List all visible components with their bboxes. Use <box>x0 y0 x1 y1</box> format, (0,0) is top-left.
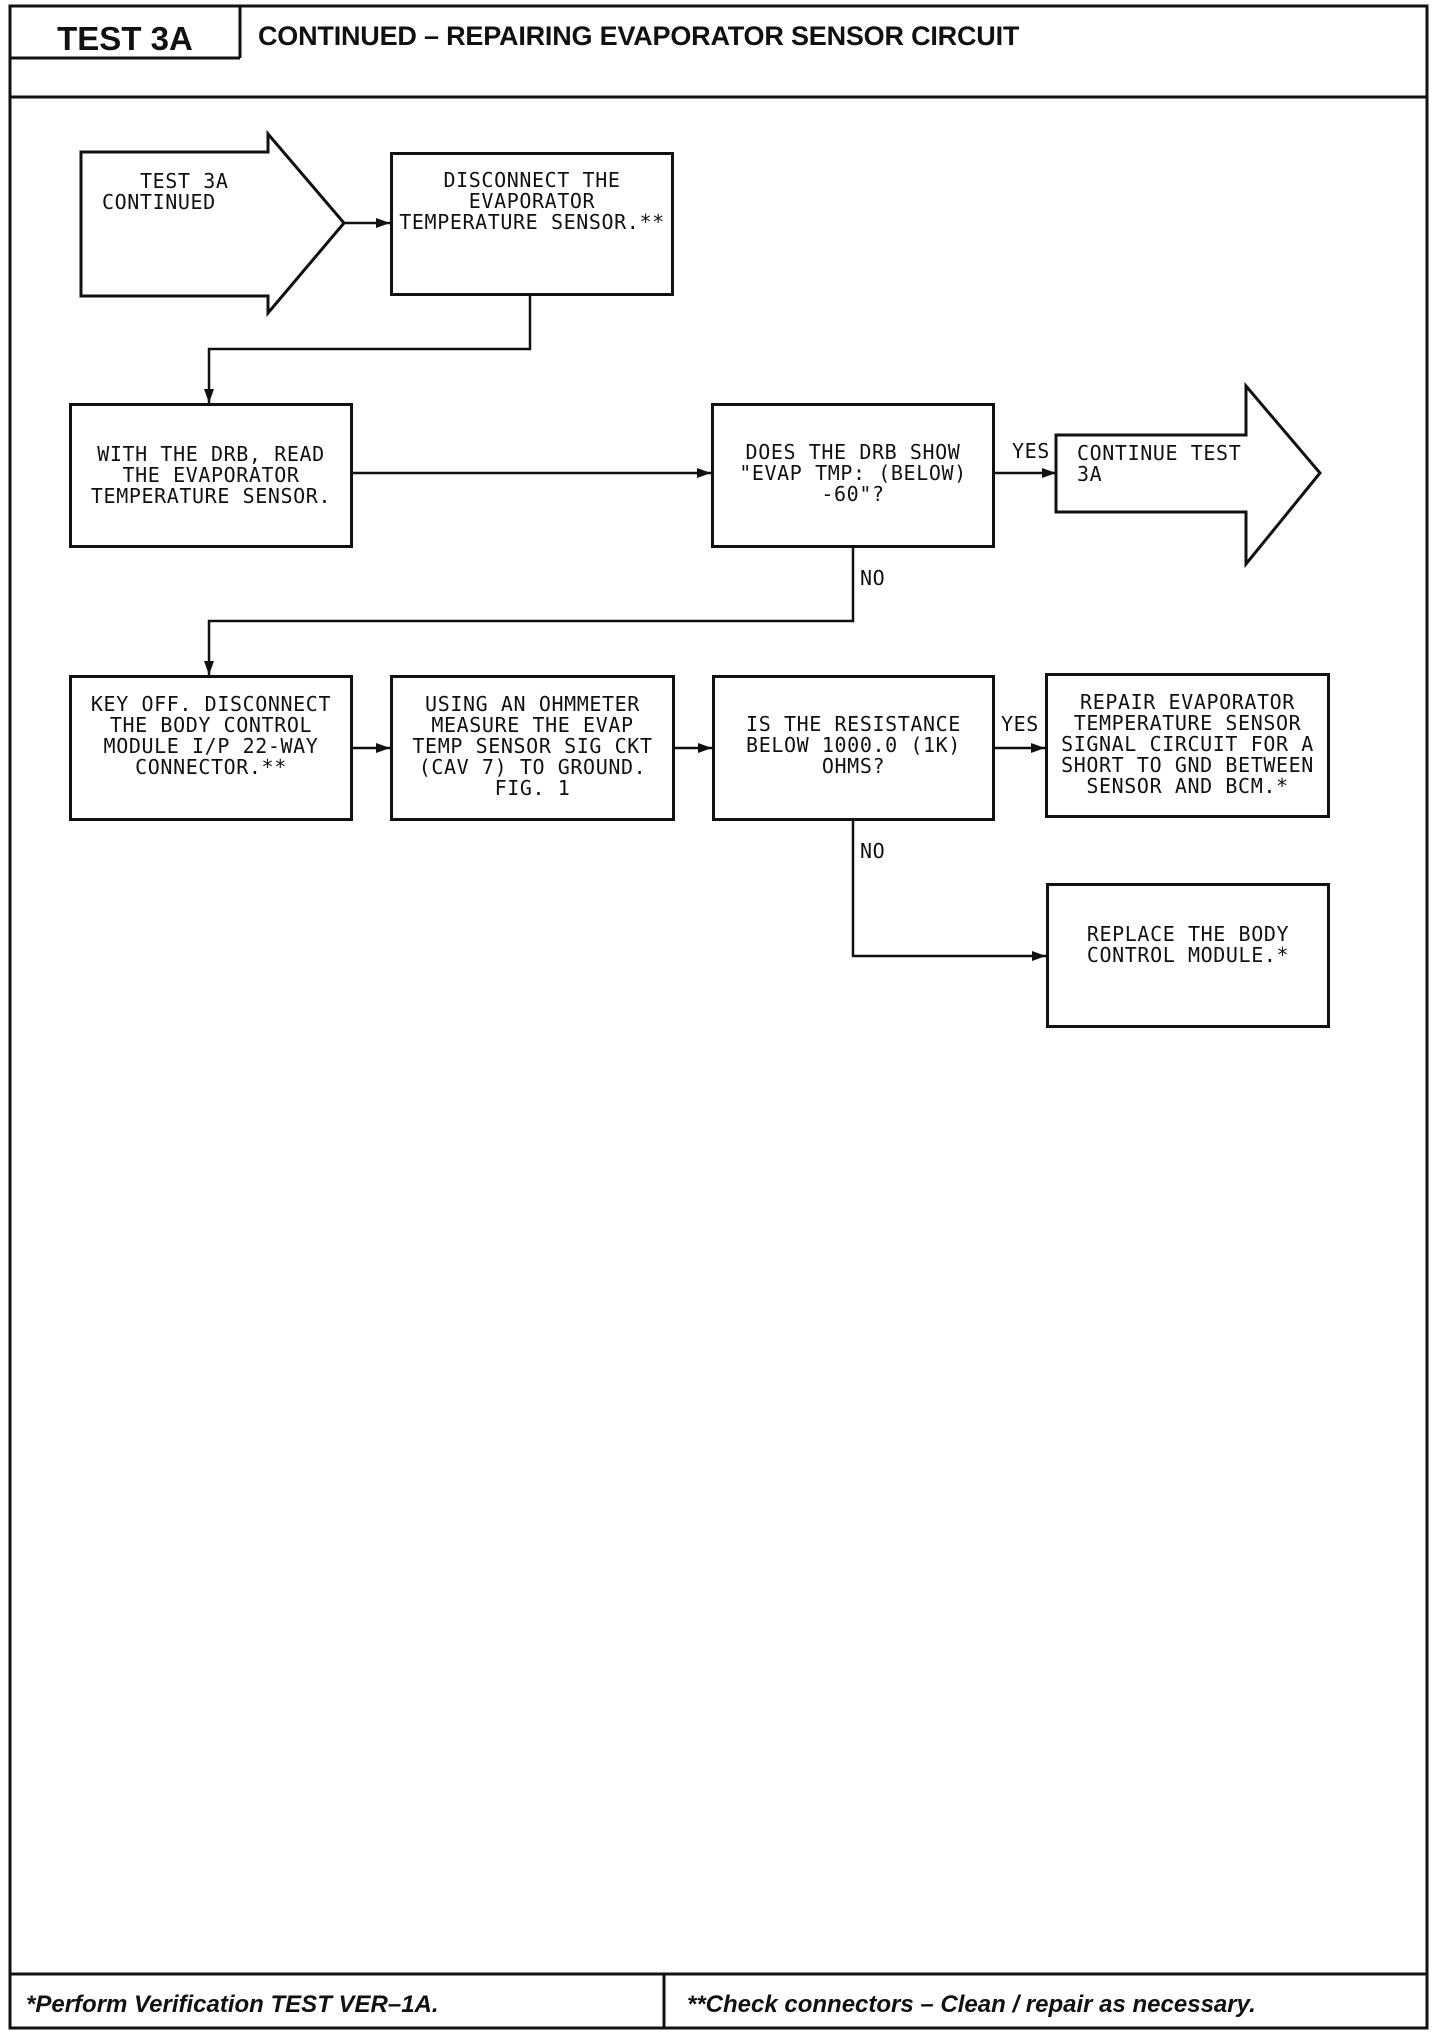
start-arrow-line: CONTINUED <box>102 190 216 214</box>
step-line: THE BODY CONTROL <box>109 713 313 737</box>
step-line: USING AN OHMMETER <box>425 692 640 716</box>
step-repair-circuit: REPAIR EVAPORATOR TEMPERATURE SENSOR SIG… <box>1045 673 1330 818</box>
step-line: MEASURE THE EVAP <box>431 713 634 737</box>
continue-arrow-line: CONTINUE TEST <box>1077 441 1242 465</box>
continue-arrow-text: CONTINUE TEST 3A <box>1077 443 1241 485</box>
decision-drb-check: DOES THE DRB SHOW "EVAP TMP: (BELOW) -60… <box>711 403 995 548</box>
step-line: -60"? <box>821 482 885 506</box>
footer-note-verification: *Perform Verification TEST VER–1A. <box>26 1991 439 2018</box>
branch-label-no: NO <box>860 839 886 863</box>
step-line: SIGNAL CIRCUIT FOR A <box>1061 732 1314 756</box>
step-line: "EVAP TMP: (BELOW) <box>739 461 967 485</box>
step-line: IS THE RESISTANCE <box>746 712 961 736</box>
branch-label-no: NO <box>860 566 886 590</box>
step-line: TEMPERATURE SENSOR. <box>90 484 332 508</box>
start-arrow-text: TEST 3A CONTINUED <box>102 171 229 213</box>
step-line: REPAIR EVAPORATOR <box>1080 690 1295 714</box>
step-repair-circuit-text: REPAIR EVAPORATOR TEMPERATURE SENSOR SIG… <box>1048 692 1327 797</box>
step-line: (CAV 7) TO GROUND. <box>418 755 647 779</box>
step-measure-resistance-text: USING AN OHMMETER MEASURE THE EVAP TEMP … <box>393 694 672 799</box>
continue-arrow-shape <box>1054 381 1322 569</box>
branch-label-yes: YES <box>1001 712 1039 736</box>
footer-note-connectors: **Check connectors – Clean / repair as n… <box>687 1991 1256 2018</box>
step-disconnect-sensor: DISCONNECT THE EVAPORATOR TEMPERATURE SE… <box>390 152 674 296</box>
step-line: TEMPERATURE SENSOR.** <box>399 210 665 234</box>
step-line: REPLACE THE BODY <box>1086 922 1290 946</box>
branch-label-yes: YES <box>1012 439 1050 463</box>
continue-arrow-line: 3A <box>1077 462 1103 486</box>
step-disconnect-sensor-text: DISCONNECT THE EVAPORATOR TEMPERATURE SE… <box>393 170 671 233</box>
page-title: CONTINUED – REPAIRING EVAPORATOR SENSOR … <box>258 21 1020 51</box>
step-line: EVAPORATOR <box>468 189 596 213</box>
step-read-sensor: WITH THE DRB, READ THE EVAPORATOR TEMPER… <box>69 403 353 548</box>
step-line: OHMS? <box>821 754 886 778</box>
connector-resistance-check-no <box>851 821 1046 961</box>
step-line: BELOW 1000.0 (1K) <box>746 733 961 757</box>
decision-resistance-check-text: IS THE RESISTANCE BELOW 1000.0 (1K) OHMS… <box>715 714 992 777</box>
step-line: DISCONNECT THE <box>443 168 621 192</box>
decision-resistance-check: IS THE RESISTANCE BELOW 1000.0 (1K) OHMS… <box>712 675 995 821</box>
step-disconnect-bcm-text: KEY OFF. DISCONNECT THE BODY CONTROL MOD… <box>72 694 350 778</box>
start-arrow-shape <box>79 129 346 318</box>
start-arrow-line: TEST 3A <box>140 169 229 193</box>
step-line: CONNECTOR.** <box>135 755 287 779</box>
step-replace-bcm-text: REPLACE THE BODY CONTROL MODULE.* <box>1049 924 1327 966</box>
step-read-sensor-text: WITH THE DRB, READ THE EVAPORATOR TEMPER… <box>72 444 350 507</box>
outer-frame <box>8 4 1429 2030</box>
step-line: TEMP SENSOR SIG CKT <box>412 734 653 758</box>
step-line: DOES THE DRB SHOW <box>745 440 961 464</box>
step-replace-bcm: REPLACE THE BODY CONTROL MODULE.* <box>1046 883 1330 1028</box>
step-line: SHORT TO GND BETWEEN <box>1061 753 1314 777</box>
connector-disconnect-sensor-to-read-sensor <box>204 296 532 403</box>
decision-drb-check-text: DOES THE DRB SHOW "EVAP TMP: (BELOW) -60… <box>714 442 992 505</box>
connector-drb-check-no <box>204 548 855 675</box>
step-line: WITH THE DRB, READ <box>97 442 325 466</box>
test-id: TEST 3A <box>57 20 193 57</box>
step-line: FIG. 1 <box>494 776 571 800</box>
step-line: TEMPERATURE SENSOR <box>1073 711 1302 735</box>
step-line: MODULE I/P 22-WAY <box>103 734 319 758</box>
step-line: CONTROL MODULE.* <box>1086 943 1290 967</box>
step-measure-resistance: USING AN OHMMETER MEASURE THE EVAP TEMP … <box>390 675 675 821</box>
step-line: KEY OFF. DISCONNECT <box>90 692 332 716</box>
step-line: SENSOR AND BCM.* <box>1086 774 1289 798</box>
step-line: THE EVAPORATOR <box>122 463 300 487</box>
step-disconnect-bcm: KEY OFF. DISCONNECT THE BODY CONTROL MOD… <box>69 675 353 821</box>
